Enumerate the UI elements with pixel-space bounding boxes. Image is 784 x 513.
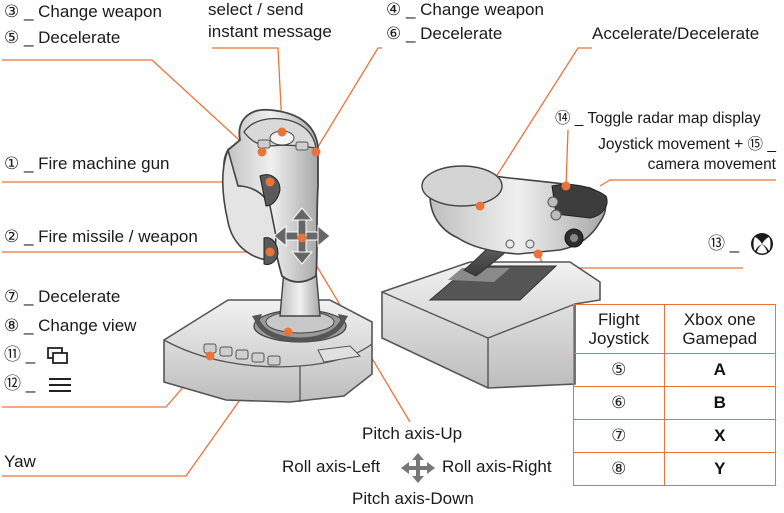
leader-line-radar — [565, 129, 569, 187]
marker-missile — [265, 247, 275, 257]
gamepad-button-cell: A — [663, 353, 777, 387]
leader-line-3-5 — [2, 59, 262, 151]
label-fire-missile: ② _ Fire missile / weapon — [4, 227, 198, 246]
label-toggle-radar: ⑭ _ Toggle radar map display — [555, 110, 761, 127]
label-pitch-down: Pitch axis-Down — [352, 489, 474, 508]
label-menu-prefix: ⑫ _ — [4, 374, 36, 393]
label-change-weapon-left: ③ _ Change weapon — [4, 2, 162, 21]
joystick-button-cell: ⑧ — [573, 452, 665, 486]
button-mapping-table: Flight Joystick Xbox one Gamepad ⑤ A ⑥ B… — [573, 304, 777, 486]
label-change-weapon-right: ④ _ Change weapon — [386, 0, 544, 19]
marker-3-5 — [257, 147, 267, 157]
gamepad-button-cell: B — [663, 386, 777, 420]
leader-line-hat — [599, 179, 776, 187]
label-xbox-prefix: ⑬ _ — [708, 234, 740, 253]
marker-select — [277, 127, 287, 137]
marker-4-6 — [311, 147, 321, 157]
header-xbox-gamepad: Xbox one Gamepad — [663, 304, 777, 354]
label-roll-right: Roll axis-Right — [442, 457, 552, 476]
marker-yaw — [283, 327, 293, 337]
throttle-unit — [381, 165, 608, 389]
label-view-prefix: ⑪ _ — [4, 345, 36, 364]
label-select-send: select / send — [208, 0, 304, 19]
table-row: ⑤ A — [573, 353, 777, 387]
table-row: ⑥ B — [573, 386, 777, 420]
label-joystick-movement: Joystick movement + ⑮ _ — [598, 136, 776, 153]
marker-trigger — [265, 177, 275, 187]
marker-xbox — [533, 249, 543, 259]
label-decelerate-7: ⑦ _ Decelerate — [4, 287, 121, 306]
label-decelerate-right: ⑥ _ Decelerate — [386, 24, 503, 43]
four-way-arrow-icon — [401, 453, 435, 483]
table-header-row: Flight Joystick Xbox one Gamepad — [573, 304, 777, 354]
marker-radar — [561, 181, 571, 191]
joystick-button-cell: ⑥ — [573, 386, 665, 420]
table-row: ⑦ X — [573, 419, 777, 453]
joystick-button-cell: ⑤ — [573, 353, 665, 387]
gamepad-button-cell: Y — [663, 452, 777, 486]
leader-line-select — [212, 47, 283, 128]
label-yaw: Yaw — [4, 452, 36, 471]
marker-base-buttons — [205, 351, 215, 361]
header-flight-joystick: Flight Joystick — [573, 304, 665, 354]
marker-throttle — [475, 201, 485, 211]
label-roll-left: Roll axis-Left — [282, 457, 381, 476]
marker-pitch — [297, 233, 307, 243]
joystick-unit — [163, 108, 373, 403]
table-row: ⑧ Y — [573, 452, 777, 486]
label-pitch-up: Pitch axis-Up — [362, 424, 463, 443]
leader-line-throttle — [479, 47, 592, 203]
label-change-view: ⑧ _ Change view — [4, 316, 137, 335]
label-decelerate-left: ⑤ _ Decelerate — [4, 28, 121, 47]
xbox-logo-icon — [751, 233, 773, 255]
leader-line-4-6 — [315, 47, 382, 151]
label-fire-machine-gun: ① _ Fire machine gun — [4, 154, 170, 173]
menu-button-icon — [49, 378, 71, 392]
joystick-button-cell: ⑦ — [573, 419, 665, 453]
view-button-icon — [47, 347, 68, 364]
label-instant-message: instant message — [208, 22, 332, 41]
gamepad-button-cell: X — [663, 419, 777, 453]
label-accelerate-decelerate: Accelerate/Decelerate — [592, 24, 760, 43]
label-camera-movement: camera movement — [647, 156, 776, 173]
